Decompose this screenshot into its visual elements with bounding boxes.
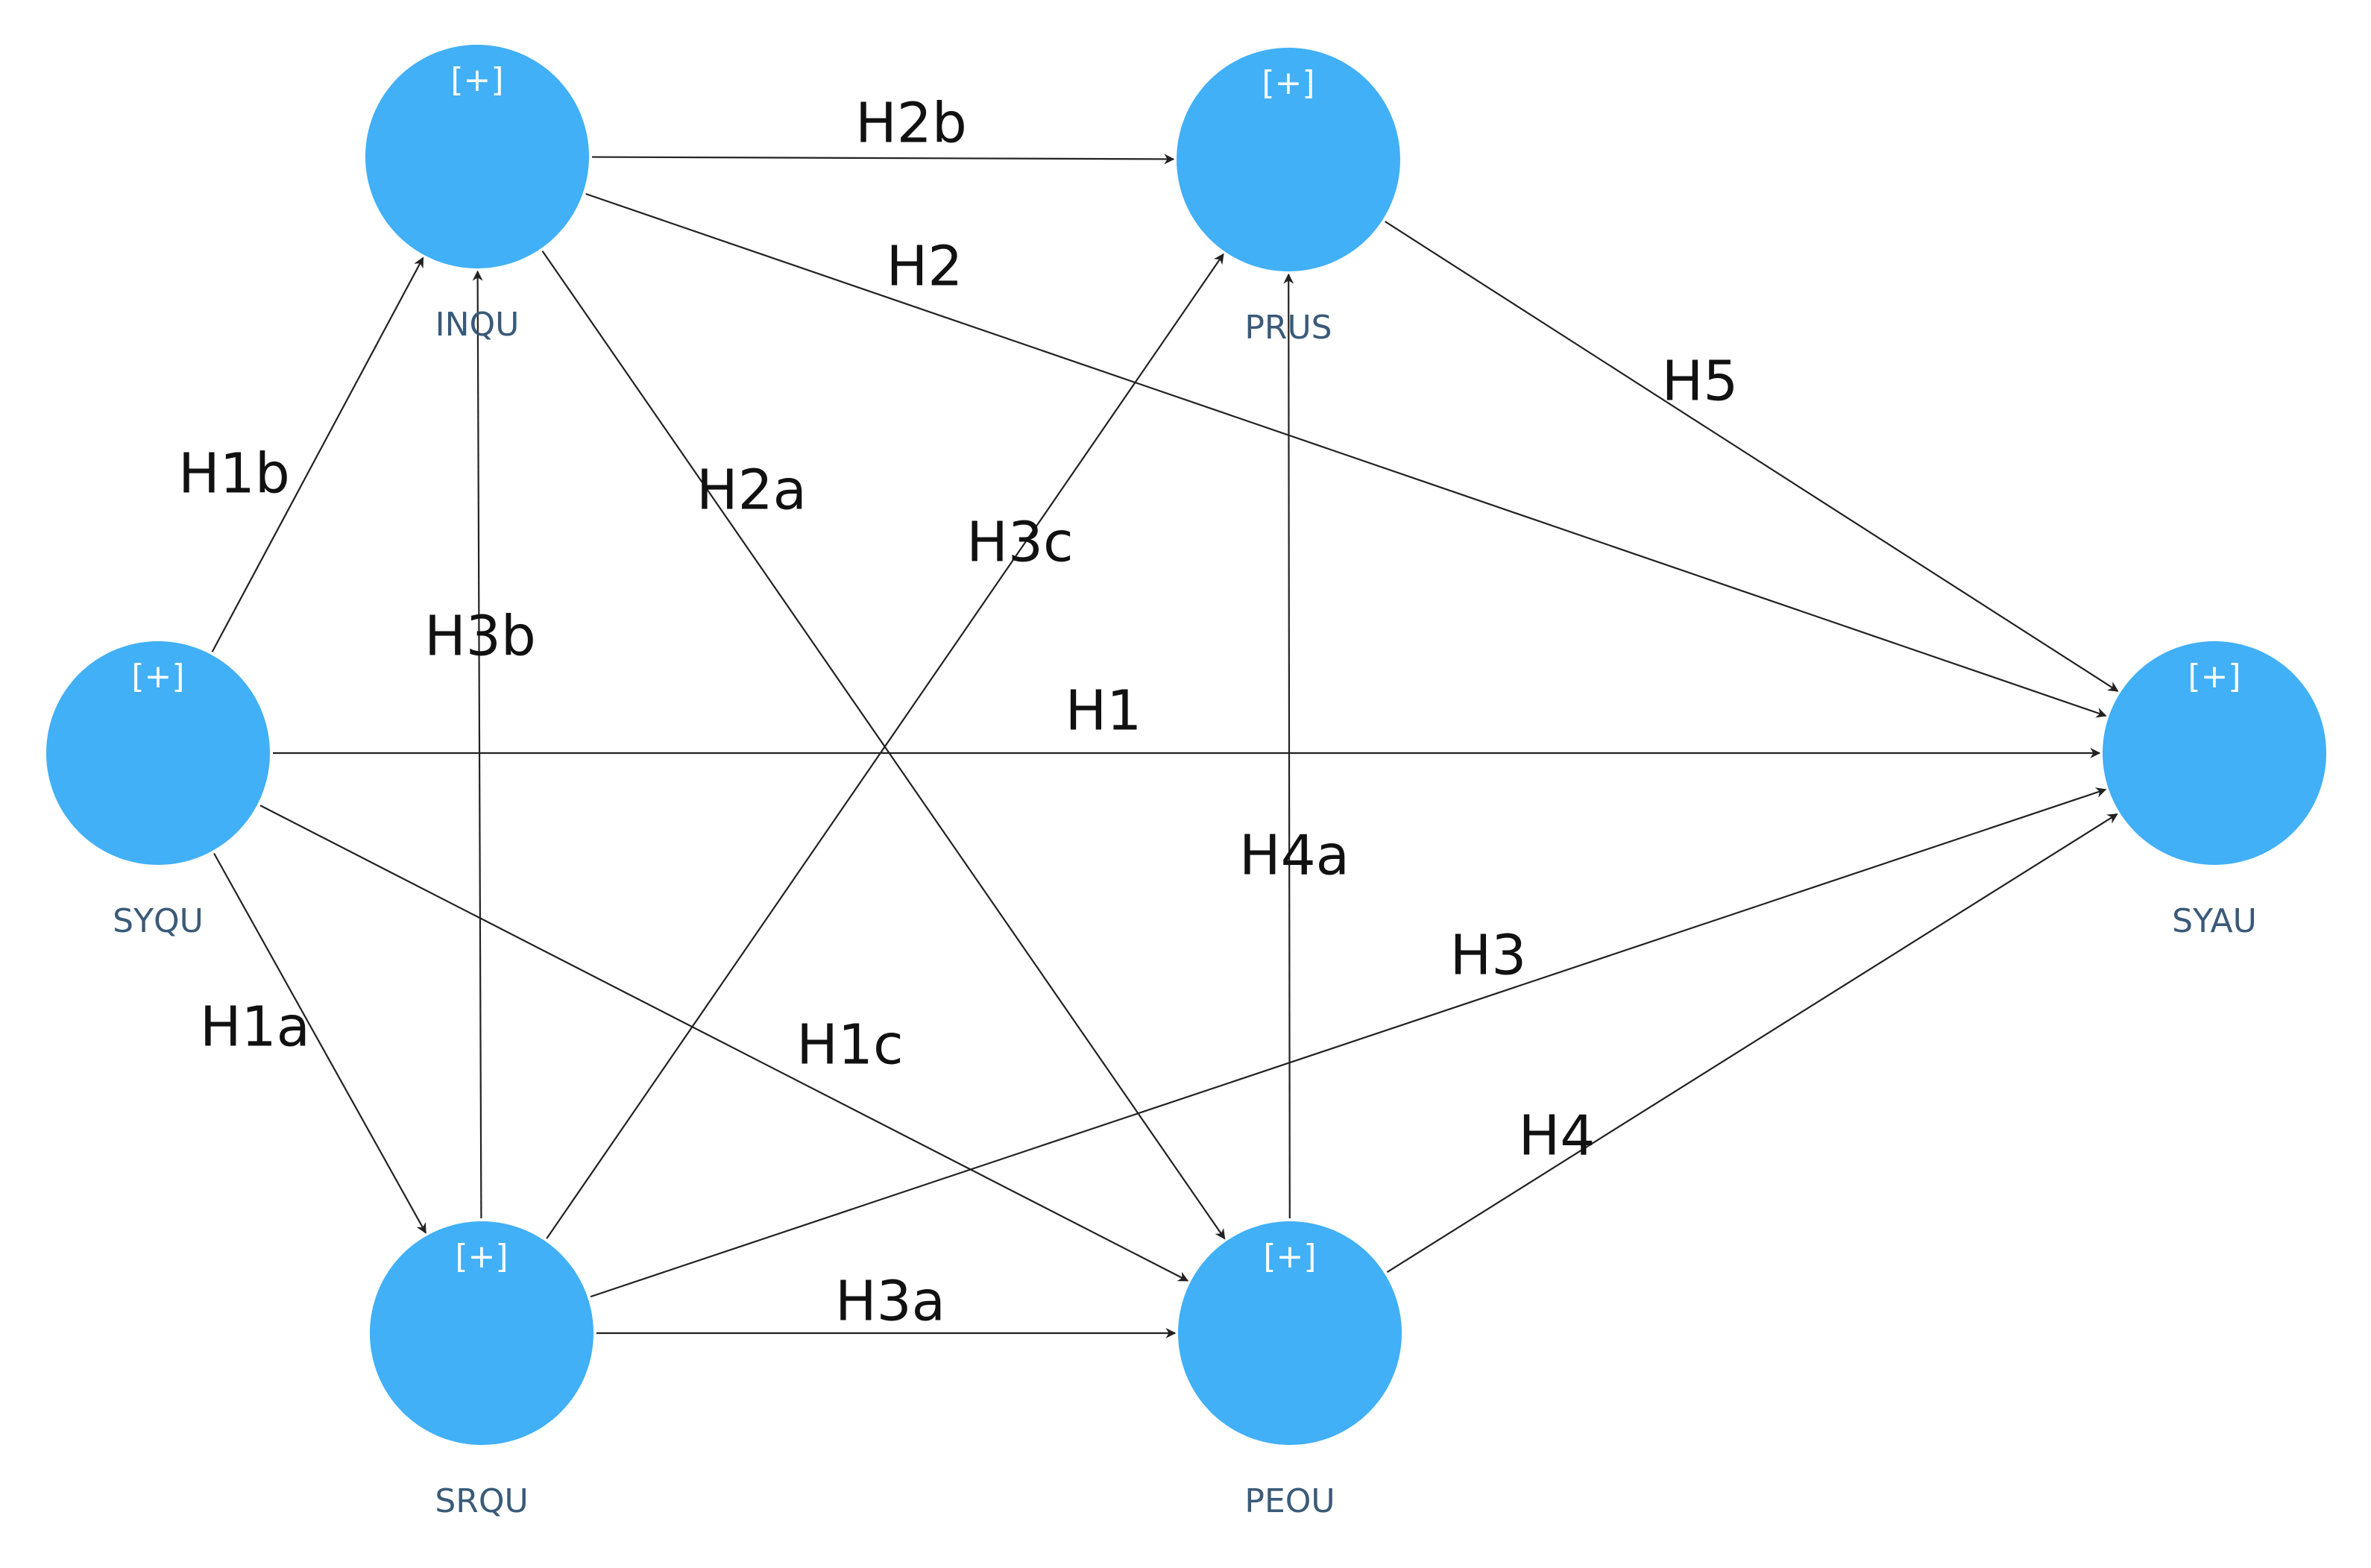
edge-h4a xyxy=(1283,273,1294,1219)
edge-label-h3: H3 xyxy=(1450,924,1527,988)
expand-marker-icon[interactable]: [+] xyxy=(131,658,184,696)
edge-label-h1b: H1b xyxy=(178,442,290,506)
nodes-layer: [+] INQU [+] PRUS [+] SYQU [+] SYAU [+] SRQU [+] PE… xyxy=(46,45,2326,1520)
edges-layer xyxy=(211,154,2119,1338)
expand-marker-icon[interactable]: [+] xyxy=(2188,658,2241,696)
node-label-syqu: SYQU xyxy=(113,902,204,940)
node-syqu[interactable]: [+] SYQU xyxy=(46,641,270,940)
node-circle-peou[interactable] xyxy=(1178,1221,1402,1445)
node-label-peou: PEOU xyxy=(1244,1482,1335,1520)
node-syau[interactable]: [+] SYAU xyxy=(2103,641,2326,940)
edge-h2b xyxy=(591,154,1175,165)
edge-label-h2a: H2a xyxy=(696,459,807,523)
node-circle-srqu[interactable] xyxy=(370,1221,593,1445)
node-label-syau: SYAU xyxy=(2172,902,2257,940)
edge-label-h2: H2 xyxy=(887,235,963,299)
edge-label-h1: H1 xyxy=(1065,679,1142,743)
expand-marker-icon[interactable]: [+] xyxy=(455,1238,508,1276)
node-circle-syau[interactable] xyxy=(2103,641,2326,865)
node-label-inqu: INQU xyxy=(435,306,520,344)
edge-h1b xyxy=(211,256,424,652)
node-peou[interactable]: [+] PEOU xyxy=(1178,1221,1402,1520)
edge-label-h1a: H1a xyxy=(200,995,310,1059)
node-circle-syqu[interactable] xyxy=(46,641,270,865)
edge-label-h3c: H3c xyxy=(966,511,1073,575)
edge-label-h5: H5 xyxy=(1662,350,1739,414)
edge-label-h4a: H4a xyxy=(1239,824,1350,888)
edge-label-h2b: H2b xyxy=(855,92,967,156)
edge-h5 xyxy=(1385,221,2119,692)
edge-label-h4: H4 xyxy=(1519,1104,1596,1168)
expand-marker-icon[interactable]: [+] xyxy=(1262,64,1314,102)
node-circle-inqu[interactable] xyxy=(365,45,589,268)
node-inqu[interactable]: [+] INQU xyxy=(365,45,589,344)
edge-label-h1c: H1c xyxy=(796,1013,903,1077)
edge-h2a xyxy=(541,251,1226,1240)
node-label-srqu: SRQU xyxy=(435,1482,528,1520)
edge-label-h3a: H3a xyxy=(835,1270,945,1334)
edge-h4 xyxy=(1386,813,2118,1273)
node-label-prus: PRUS xyxy=(1244,309,1332,347)
node-circle-prus[interactable] xyxy=(1177,48,1400,271)
edge-h3b xyxy=(472,270,483,1219)
edge-h3c xyxy=(546,253,1224,1239)
edge-h1a xyxy=(213,852,426,1234)
expand-marker-icon[interactable]: [+] xyxy=(450,61,503,99)
expand-marker-icon[interactable]: [+] xyxy=(1263,1238,1316,1276)
edge-h2 xyxy=(585,192,2107,718)
edge-label-h3b: H3b xyxy=(424,605,536,669)
edge-h3 xyxy=(590,787,2107,1298)
node-prus[interactable]: [+] PRUS xyxy=(1177,48,1400,347)
node-srqu[interactable]: [+] SRQU xyxy=(370,1221,593,1520)
edge-h1c xyxy=(259,805,1189,1282)
